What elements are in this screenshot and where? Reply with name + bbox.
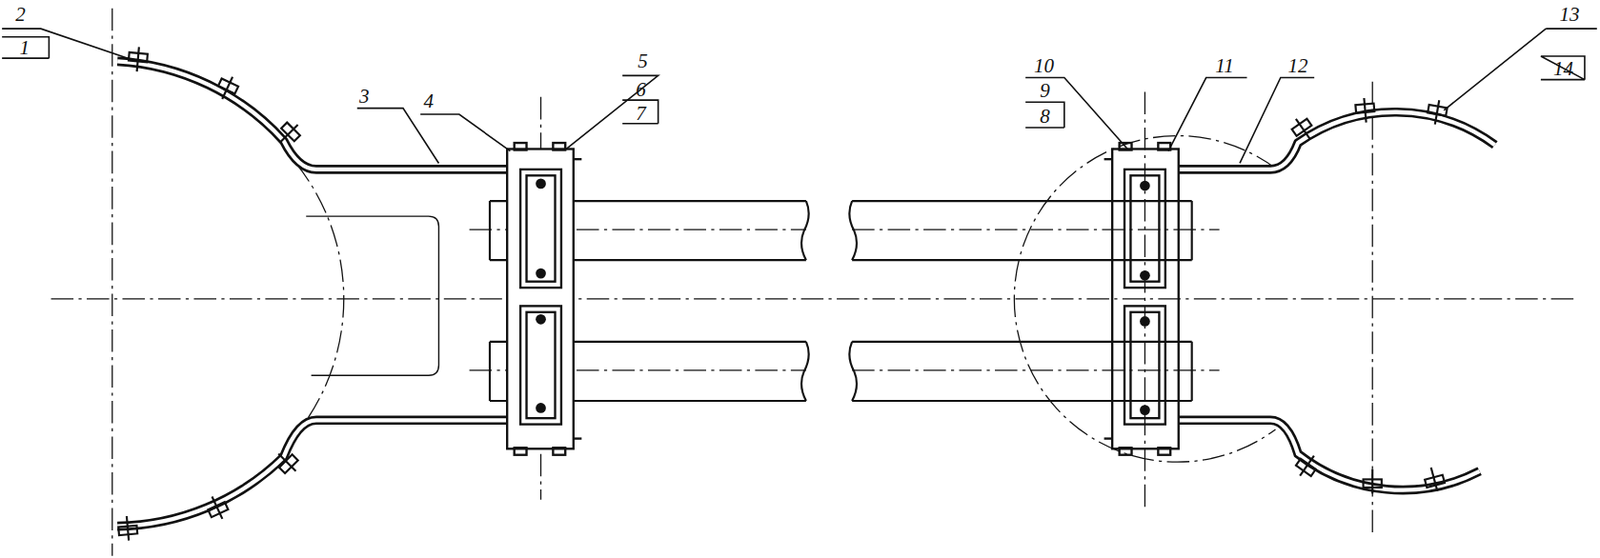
- left-clamp: [117, 60, 507, 527]
- callout-number: 6: [635, 80, 647, 101]
- leader-lines: [1, 28, 1598, 163]
- callout-number: 8: [1039, 106, 1051, 127]
- left-flange: [506, 142, 582, 456]
- callout-number: 2: [15, 3, 26, 24]
- callout-number: 7: [635, 102, 647, 123]
- callout-number: 1: [19, 38, 30, 59]
- clamp-bolts: [117, 46, 1448, 543]
- rods: [489, 201, 1193, 402]
- callout-number: 5: [637, 51, 649, 72]
- callout-number: 3: [359, 85, 370, 106]
- callout-number: 14: [1553, 58, 1574, 79]
- callout-number: 12: [1288, 55, 1309, 76]
- callout-number: 4: [423, 91, 434, 112]
- callout-number: 9: [1039, 81, 1051, 102]
- center-lines: [51, 8, 1578, 557]
- right-clamp: [1178, 112, 1496, 491]
- callout-number: 10: [1033, 55, 1054, 76]
- callout-number: 11: [1215, 55, 1234, 76]
- flange-bolts: [535, 179, 1151, 416]
- callout-number: 13: [1559, 3, 1580, 24]
- right-flange: [1104, 142, 1179, 456]
